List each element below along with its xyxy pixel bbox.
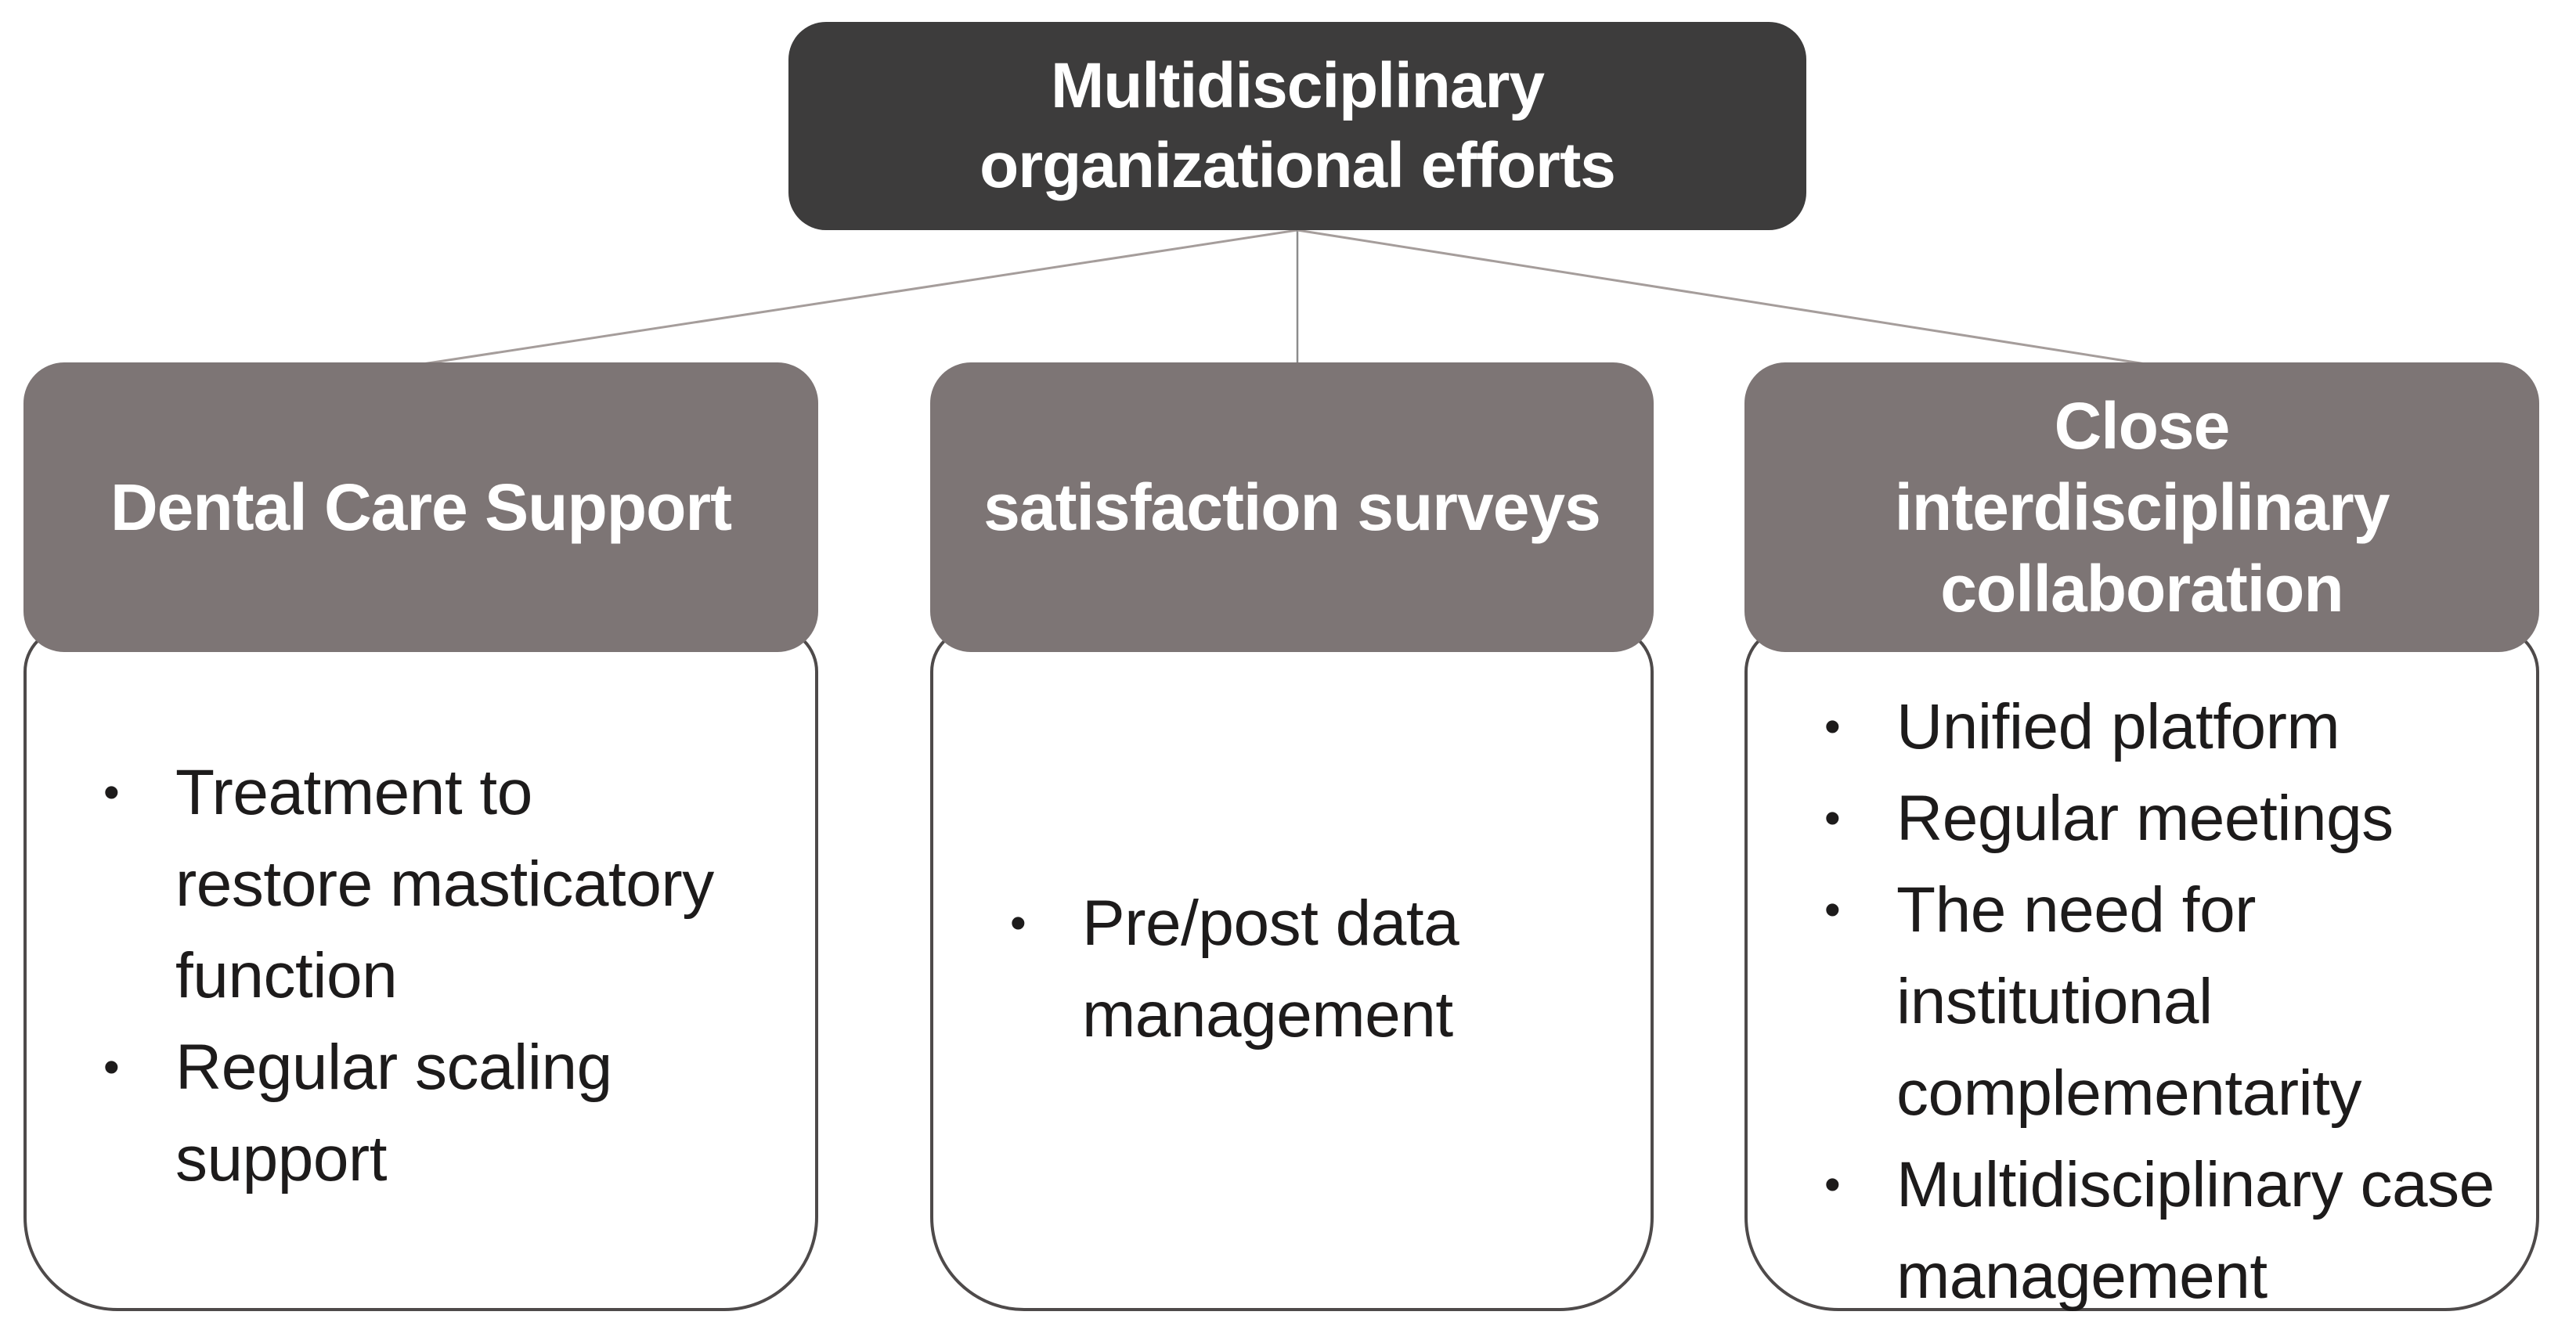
bullet-list: Treatment to restore masticatory functio… (97, 747, 721, 1205)
column-header-label: Dental Care Support (110, 470, 732, 544)
list-item: Regular meetings (1818, 773, 2497, 864)
bullet-list: Unified platform Regular meetings The ne… (1818, 681, 2497, 1322)
connector-line-left (422, 229, 1298, 366)
column-header-label: Close interdisciplinary collaboration (1894, 389, 2390, 625)
column-header-satisfaction-surveys: satisfaction surveys (930, 362, 1654, 652)
root-node-label: Multidisciplinary organizational efforts (980, 50, 1616, 201)
bullet-list: Pre/post data management (1004, 877, 1557, 1061)
connector-line-right (1297, 229, 2146, 366)
list-item: Unified platform (1818, 681, 2497, 773)
column-header-dental-care-support: Dental Care Support (23, 362, 818, 652)
list-item: Multidisciplinary case management (1818, 1139, 2497, 1322)
column-body-satisfaction-surveys: Pre/post data management (930, 626, 1654, 1311)
column-header-label: satisfaction surveys (983, 470, 1601, 544)
root-node: Multidisciplinary organizational efforts (788, 22, 1806, 230)
column-body-close-interdisciplinary-collaboration: Unified platform Regular meetings The ne… (1744, 626, 2539, 1312)
list-item: Regular scaling support (97, 1022, 721, 1205)
list-item: Treatment to restore masticatory functio… (97, 747, 721, 1022)
list-item: The need for institutional complementari… (1818, 864, 2497, 1139)
column-body-dental-care-support: Treatment to restore masticatory functio… (23, 626, 818, 1311)
list-item: Pre/post data management (1004, 877, 1557, 1061)
column-header-close-interdisciplinary-collaboration: Close interdisciplinary collaboration (1744, 362, 2539, 652)
